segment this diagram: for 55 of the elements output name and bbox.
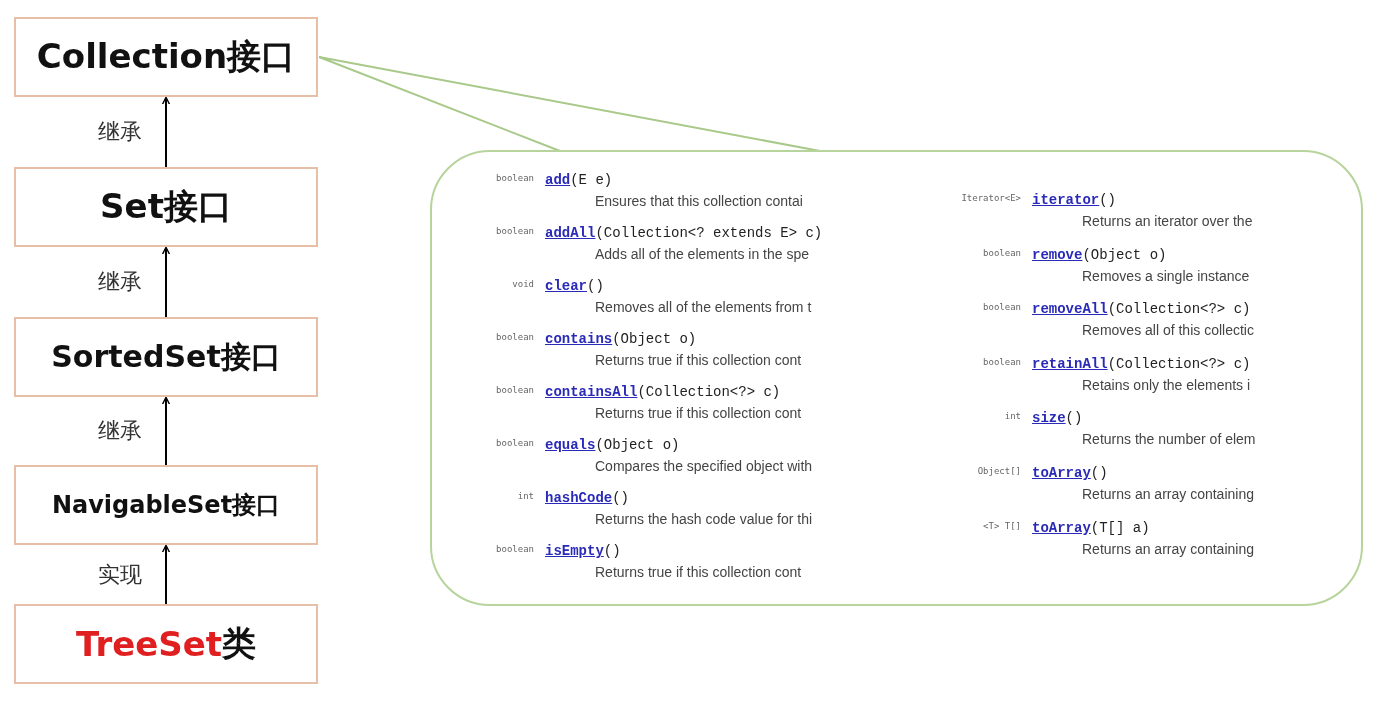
return-type: int bbox=[1003, 411, 1021, 422]
method-signature: add(E e) bbox=[545, 172, 613, 188]
arrow bbox=[161, 96, 171, 168]
arrow bbox=[161, 396, 171, 466]
return-type: boolean bbox=[495, 173, 534, 183]
return-type: boolean bbox=[982, 302, 1021, 313]
method-signature: remove(Object o) bbox=[1032, 246, 1167, 263]
interface-box: SortedSet接口 bbox=[14, 317, 318, 397]
method-description: Ensures that this collection contai bbox=[595, 193, 803, 209]
return-type: void bbox=[511, 279, 534, 289]
method-signature: size() bbox=[1032, 410, 1083, 427]
method-signature: containsAll(Collection<?> c) bbox=[545, 384, 781, 400]
interface-box: Collection接口 bbox=[14, 17, 318, 97]
method-signature: equals(Object o) bbox=[545, 437, 680, 453]
method-description: Returns true if this collection cont bbox=[595, 564, 802, 580]
interface-box: Set接口 bbox=[14, 167, 318, 247]
method-description: Returns an array containing bbox=[1082, 486, 1254, 502]
return-type: Iterator<E> bbox=[960, 193, 1021, 203]
arrow bbox=[161, 246, 171, 318]
return-type: Object[] bbox=[976, 466, 1021, 476]
arrow bbox=[161, 544, 171, 605]
return-type: boolean bbox=[982, 356, 1021, 367]
return-type: boolean bbox=[495, 226, 534, 236]
return-type: boolean bbox=[495, 332, 534, 342]
return-type: boolean bbox=[495, 544, 534, 554]
method-signature: retainAll(Collection<?> c) bbox=[1032, 355, 1251, 372]
method-description: Returns the hash code value for thi bbox=[595, 511, 813, 527]
callout-bubble bbox=[430, 150, 1363, 606]
return-type: boolean bbox=[495, 438, 534, 448]
return-type: int bbox=[516, 491, 534, 501]
method-description: Retains only the elements i bbox=[1082, 376, 1251, 393]
method-description: Compares the specified object with bbox=[595, 458, 813, 474]
method-description: Returns an iterator over the bbox=[1082, 213, 1253, 229]
method-signature: toArray(T[] a) bbox=[1032, 519, 1150, 536]
return-type: boolean bbox=[982, 247, 1021, 258]
method-signature: hashCode() bbox=[545, 490, 630, 506]
method-description: Adds all of the elements in the spe bbox=[595, 246, 810, 262]
method-signature: isEmpty() bbox=[545, 543, 621, 559]
method-signature: clear() bbox=[545, 278, 604, 294]
return-type: boolean bbox=[495, 385, 534, 395]
method-description: Removes a single instance bbox=[1082, 267, 1250, 284]
method-signature: addAll(Collection<? extends E> c) bbox=[545, 225, 823, 241]
method-signature: contains(Object o) bbox=[545, 331, 697, 347]
method-signature: removeAll(Collection<?> c) bbox=[1032, 301, 1251, 318]
interface-box: NavigableSet接口 bbox=[14, 465, 318, 545]
method-description: Returns the number of elem bbox=[1082, 431, 1256, 448]
class-box: TreeSet类 bbox=[14, 604, 318, 684]
method-description: Removes all of this collectic bbox=[1082, 322, 1254, 339]
method-description: Returns true if this collection cont bbox=[595, 405, 802, 421]
method-description: Returns true if this collection cont bbox=[595, 352, 802, 368]
method-description: Removes all of the elements from t bbox=[595, 299, 812, 315]
method-signature: toArray() bbox=[1032, 465, 1108, 481]
method-signature: iterator() bbox=[1032, 192, 1117, 208]
method-description: Returns an array containing bbox=[1082, 540, 1254, 557]
return-type: <T> T[] bbox=[982, 520, 1021, 531]
